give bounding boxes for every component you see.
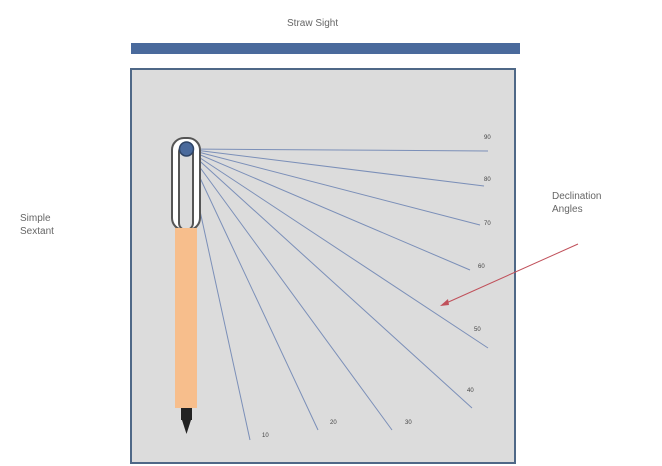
declination-angles-label: Declination Angles [552,190,632,216]
sight-line-90 [186,148,489,152]
sight-line-60 [186,148,471,271]
declination-angles-label-line1: Declination [552,191,602,202]
pencil-point [182,420,191,434]
angle-mark-80: 80 [484,177,491,183]
pencil-body [175,228,197,408]
angle-mark-60: 60 [478,264,485,270]
straw-sight-bar [131,43,520,54]
pivot-pin [178,141,195,157]
pencil-tip [181,408,192,420]
angle-tick-labels: 90 80 70 60 50 40 30 20 10 [262,135,491,439]
sight-line-50 [186,148,489,349]
pointer-arrow [440,243,579,306]
angle-mark-50: 50 [474,327,481,333]
pencil-clip-inner [178,144,194,231]
angle-mark-70: 70 [484,221,491,227]
pointer-arrow-head [440,299,449,306]
simple-sextant-label: Simple Sextant [20,212,80,238]
sight-lines [186,148,489,441]
declination-angles-label-line2: Angles [552,204,583,215]
pencil [171,137,201,434]
sight-line-70 [186,148,481,226]
angle-mark-10: 10 [262,433,269,439]
sight-line-30 [186,148,393,431]
angle-mark-20: 20 [330,420,337,426]
angle-mark-90: 90 [484,135,491,141]
simple-sextant-label-line2: Sextant [20,226,54,237]
straw-sight-label: Straw Sight [287,18,339,29]
simple-sextant-label-line1: Simple [20,213,51,224]
angle-mark-40: 40 [467,388,474,394]
sight-line-40 [186,148,473,409]
sight-line-20 [186,148,319,431]
pointer-arrow-line [443,243,579,305]
angle-mark-30: 30 [405,420,412,426]
sight-line-80 [186,148,485,187]
